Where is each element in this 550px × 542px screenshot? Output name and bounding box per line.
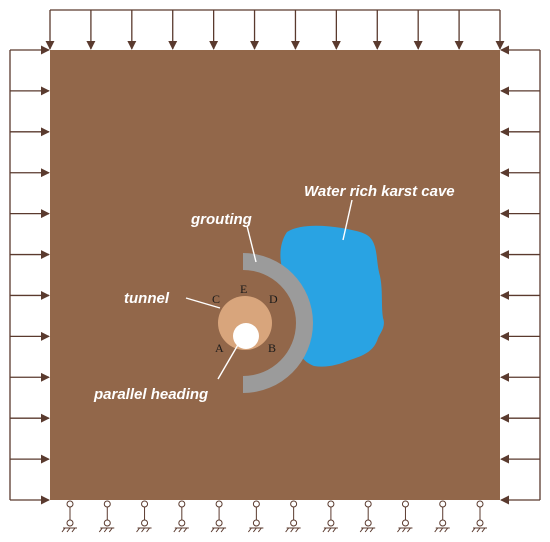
roller-support-hatch [136, 527, 140, 533]
roller-support-hatch [327, 527, 332, 533]
roller-support-hatch [183, 527, 188, 533]
roller-support [173, 500, 189, 533]
roller-support-top-pin [215, 500, 223, 508]
cave-label: Water rich karst cave [304, 183, 455, 200]
roller-support-hatch [220, 527, 225, 533]
roller-support-hatch [108, 527, 113, 533]
roller-support-top-pin [178, 500, 186, 508]
roller-support-hatch [295, 527, 300, 533]
roller-support [247, 500, 264, 533]
point-c: C [212, 292, 220, 306]
roller-support-bottom-pin [327, 519, 335, 527]
roller-support [434, 500, 450, 533]
roller-support-hatch [397, 527, 401, 533]
roller-support-bottom-pin [103, 519, 111, 527]
roller-support-hatch [146, 527, 150, 533]
right-load-arrows [500, 45, 541, 505]
point-e: E [240, 282, 247, 296]
roller-supports [61, 500, 487, 533]
roller-support-hatch [257, 527, 262, 533]
roller-support-bottom-pin [141, 519, 149, 527]
parallel-leader [217, 342, 240, 380]
roller-support-hatch [444, 527, 449, 533]
roller-support-top-pin [66, 500, 74, 508]
grouting-leader [246, 225, 257, 263]
roller-support-top-pin [476, 500, 484, 508]
left-load-arrows [9, 45, 50, 505]
roller-support-hatch [322, 527, 327, 533]
roller-support-hatch [103, 527, 108, 533]
roller-support-bottom-pin [401, 519, 409, 527]
tunnel-leader [185, 297, 221, 309]
roller-support-hatch [471, 527, 476, 533]
roller-support-bottom-pin [439, 519, 447, 527]
roller-support-hatch [285, 527, 290, 533]
tunnel-label: tunnel [124, 290, 170, 307]
roller-support [285, 500, 301, 533]
grouting-ring [243, 253, 313, 393]
roller-support-bottom-pin [252, 519, 260, 527]
roller-support-top-pin [141, 500, 149, 508]
roller-support-hatch [98, 527, 103, 533]
roller-support-bottom-pin [290, 519, 298, 527]
roller-support-top-pin [327, 500, 335, 508]
roller-support [322, 500, 338, 533]
roller-support [98, 500, 115, 533]
roller-support [471, 500, 487, 533]
point-a: A [215, 341, 224, 355]
roller-support [61, 500, 77, 533]
roller-support-bottom-pin [178, 519, 186, 527]
roller-support-hatch [481, 527, 486, 533]
roller-support-bottom-pin [215, 519, 223, 527]
roller-support-top-pin [401, 500, 409, 508]
roller-support-bottom-pin [476, 519, 484, 527]
parallel-heading-label: parallel heading [93, 386, 208, 403]
roller-support-hatch [359, 527, 364, 533]
roller-support-top-pin [103, 500, 111, 508]
roller-support-bottom-pin [364, 519, 372, 527]
roller-support-hatch [61, 527, 66, 533]
roller-support-bottom-pin [66, 519, 74, 527]
roller-support-hatch [364, 527, 369, 533]
roller-support-hatch [71, 527, 76, 533]
roller-support [397, 500, 413, 533]
roller-support-hatch [332, 527, 337, 533]
cave-leader [342, 199, 353, 241]
point-b: B [268, 341, 276, 355]
roller-support-top-pin [439, 500, 447, 508]
roller-support-top-pin [364, 500, 372, 508]
grouting-label: grouting [190, 211, 252, 228]
roller-support [359, 500, 376, 533]
roller-support-hatch [252, 527, 257, 533]
top-load-arrows [45, 9, 505, 50]
roller-support-hatch [66, 527, 71, 533]
parallel-heading [233, 323, 259, 349]
roller-support [136, 500, 152, 533]
roller-support-hatch [476, 527, 481, 533]
roller-support-hatch [215, 527, 220, 533]
roller-support-hatch [407, 527, 411, 533]
roller-support-hatch [173, 527, 178, 533]
roller-support-hatch [402, 527, 406, 533]
roller-support-top-pin [252, 500, 260, 508]
roller-support-hatch [369, 527, 374, 533]
roller-support-top-pin [290, 500, 298, 508]
roller-support [210, 500, 227, 533]
roller-support-hatch [290, 527, 295, 533]
roller-support-hatch [178, 527, 183, 533]
point-d: D [269, 292, 278, 306]
roller-support-hatch [434, 527, 439, 533]
roller-support-hatch [247, 527, 252, 533]
roller-support-hatch [141, 527, 145, 533]
roller-support-hatch [439, 527, 444, 533]
roller-support-hatch [210, 527, 215, 533]
